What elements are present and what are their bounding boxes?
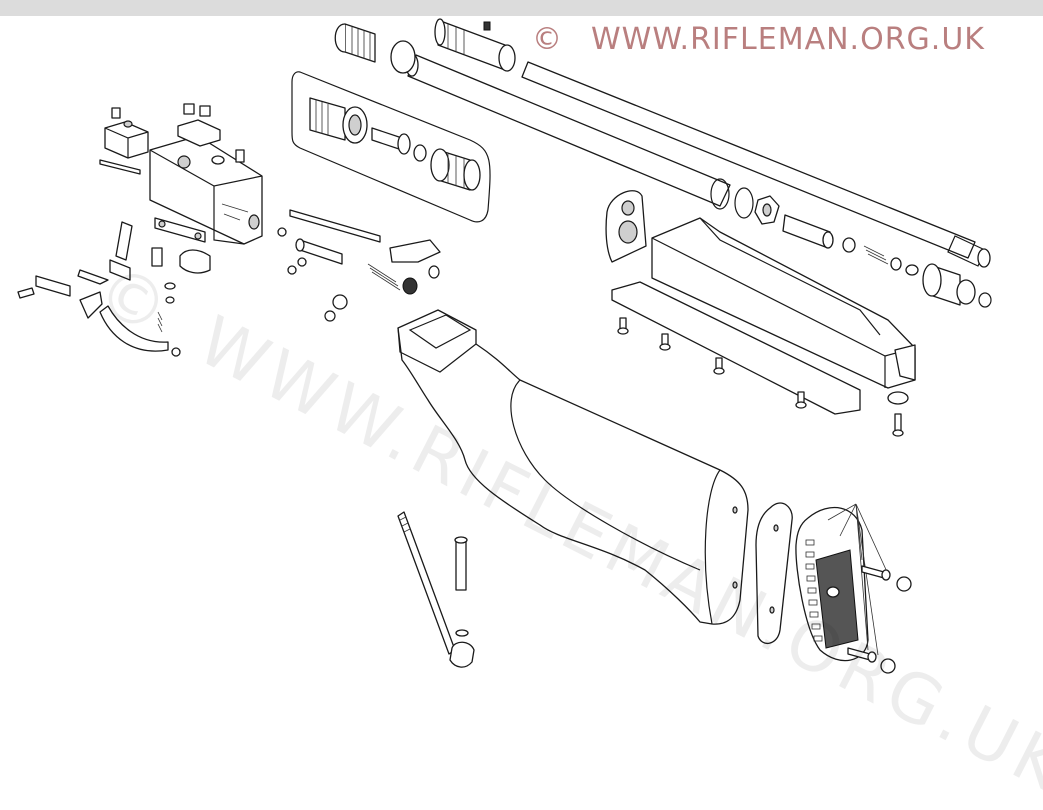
butt-spacer	[755, 502, 793, 644]
silencer-tube	[434, 18, 516, 72]
stock-bolt	[397, 511, 475, 668]
copyright-symbol: ©	[532, 22, 563, 57]
muzzle-cap	[922, 263, 992, 308]
receiver-block	[149, 135, 263, 245]
end-cap	[334, 23, 416, 74]
barrel	[521, 61, 991, 268]
watermark-url-text: WWW.RIFLEMAN.ORG.UK	[591, 22, 985, 57]
o-rings	[710, 178, 780, 225]
scope-mount-blocks	[104, 103, 221, 159]
rifle-stock	[397, 309, 749, 625]
top-bar	[0, 0, 1043, 16]
bolt-assembly	[277, 209, 441, 322]
watermark-site-url: © WWW.RIFLEMAN.ORG.UK	[532, 22, 985, 57]
exploded-parts-diagram	[17, 18, 992, 674]
barrel-small-parts	[782, 214, 919, 276]
fore-stock-rail	[611, 217, 916, 415]
rail-screws	[617, 317, 909, 437]
trigger-assembly	[17, 159, 211, 357]
inset-box	[291, 71, 491, 223]
mount-plate	[605, 190, 647, 263]
butt-pad	[795, 507, 869, 662]
pad-screws	[827, 503, 912, 674]
